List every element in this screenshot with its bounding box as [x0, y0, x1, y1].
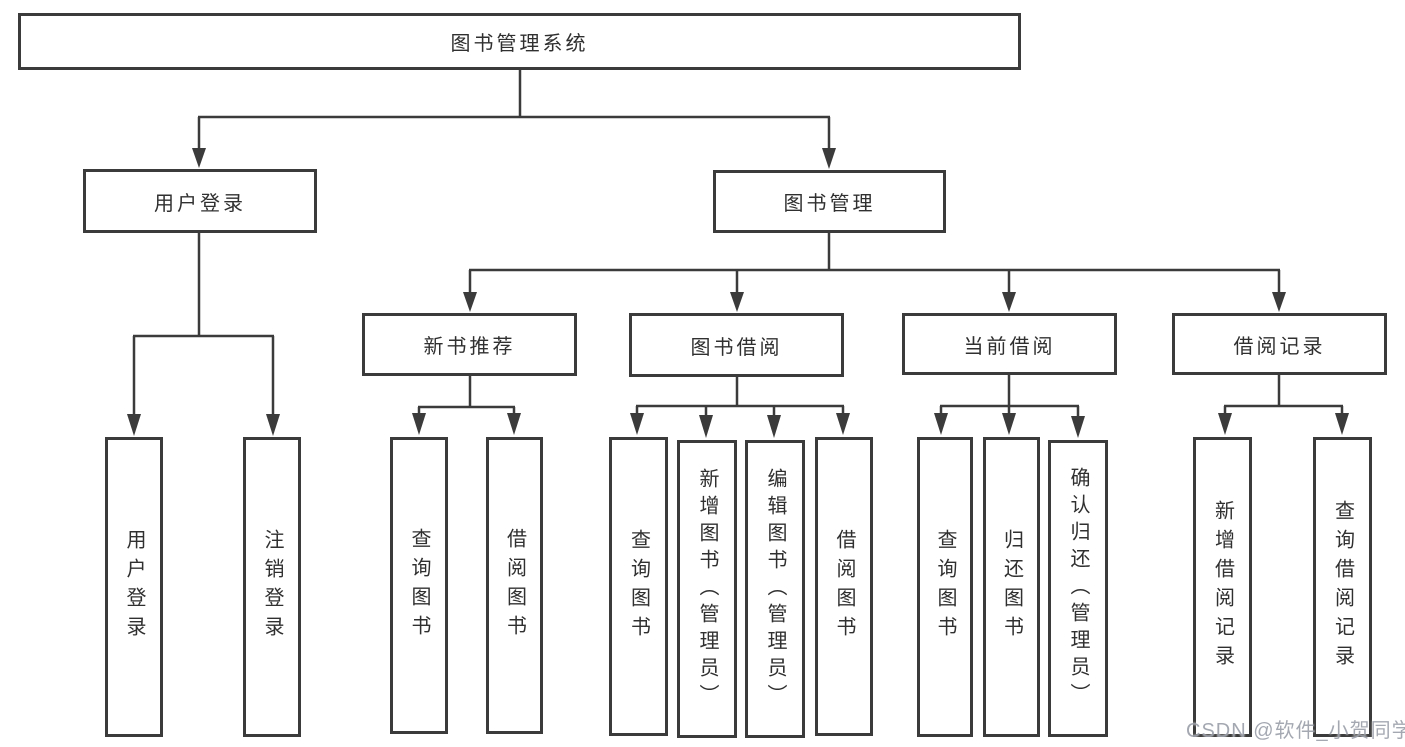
node-label: 新增图书（管理员） [696, 467, 718, 711]
arrowhead-bb-edit [767, 415, 781, 438]
node-label: 查询图书 [408, 527, 430, 644]
leaf-query-books: 查询图书 [609, 437, 668, 736]
arrowhead-new-rec [463, 292, 477, 312]
node-label: 编辑图书（管理员） [764, 467, 786, 711]
leaf-user-login: 用户登录 [105, 437, 163, 737]
node-label: 图书管理 [783, 193, 876, 215]
node-new-book-recommend: 新书推荐 [362, 313, 577, 376]
node-label: 注销登录 [261, 529, 283, 645]
node-label: 借阅记录 [1233, 335, 1326, 358]
node-label: 用户登录 [123, 529, 145, 645]
leaf-query-borrow-record: 查询借阅记录 [1313, 437, 1372, 737]
leaf-query-books: 查询图书 [390, 437, 448, 734]
leaf-confirm-return-admin: 确认归还（管理员） [1048, 440, 1108, 737]
node-label: 归还图书 [1000, 529, 1023, 645]
arrowhead-bb-query [630, 413, 644, 435]
node-library-management-system: 图书管理系统 [18, 13, 1021, 70]
node-label: 确认归还（管理员） [1067, 467, 1089, 710]
arrowhead-book-borrow [730, 292, 744, 312]
arrowhead-nr-query [412, 413, 426, 435]
node-label: 查询图书 [934, 529, 956, 645]
arrowhead-book-mgmt [822, 148, 836, 169]
node-label: 用户登录 [154, 192, 246, 215]
arrowhead-borrow-rec [1272, 292, 1286, 312]
arrowhead-ul-logout [266, 414, 280, 436]
arrowhead-user-login [192, 148, 206, 168]
node-borrow-records: 借阅记录 [1172, 313, 1387, 375]
node-current-borrow: 当前借阅 [902, 313, 1117, 375]
leaf-return-books: 归还图书 [983, 437, 1040, 737]
node-label: 图书借阅 [690, 336, 783, 359]
leaf-borrow-books: 借阅图书 [486, 437, 543, 734]
node-label: 图书管理系统 [450, 33, 589, 55]
arrowhead-nr-borrow [507, 413, 521, 435]
node-book-management: 图书管理 [713, 170, 946, 233]
arrowhead-cur-borrow [1002, 292, 1016, 312]
node-label: 查询借阅记录 [1331, 500, 1354, 674]
node-book-borrow: 图书借阅 [629, 313, 844, 377]
node-label: 当前借阅 [963, 335, 1056, 358]
leaf-logout: 注销登录 [243, 437, 301, 737]
leaf-edit-books-admin: 编辑图书（管理员） [745, 440, 805, 738]
leaf-borrow-books: 借阅图书 [815, 437, 873, 736]
watermark: CSDN @软件_小贺同学 [1186, 720, 1405, 742]
node-label: 查询图书 [627, 528, 650, 645]
arrowhead-bb-borrow [836, 413, 850, 435]
arrowhead-cb-confirm [1071, 416, 1085, 438]
node-label: 新书推荐 [423, 336, 516, 358]
arrowhead-br-add [1218, 413, 1232, 435]
arrowhead-cb-query [934, 413, 948, 435]
arrowhead-cb-return [1002, 413, 1016, 435]
leaf-query-books: 查询图书 [917, 437, 973, 737]
node-user-login: 用户登录 [83, 169, 317, 233]
arrowhead-ul-login [127, 414, 141, 436]
leaf-add-books-admin: 新增图书（管理员） [677, 440, 737, 738]
arrowhead-bb-add [699, 415, 713, 438]
node-label: 借阅图书 [503, 527, 526, 644]
leaf-add-borrow-record: 新增借阅记录 [1193, 437, 1252, 737]
node-label: 新增借阅记录 [1211, 500, 1234, 674]
node-label: 借阅图书 [833, 528, 855, 645]
arrowhead-br-query [1335, 413, 1349, 435]
